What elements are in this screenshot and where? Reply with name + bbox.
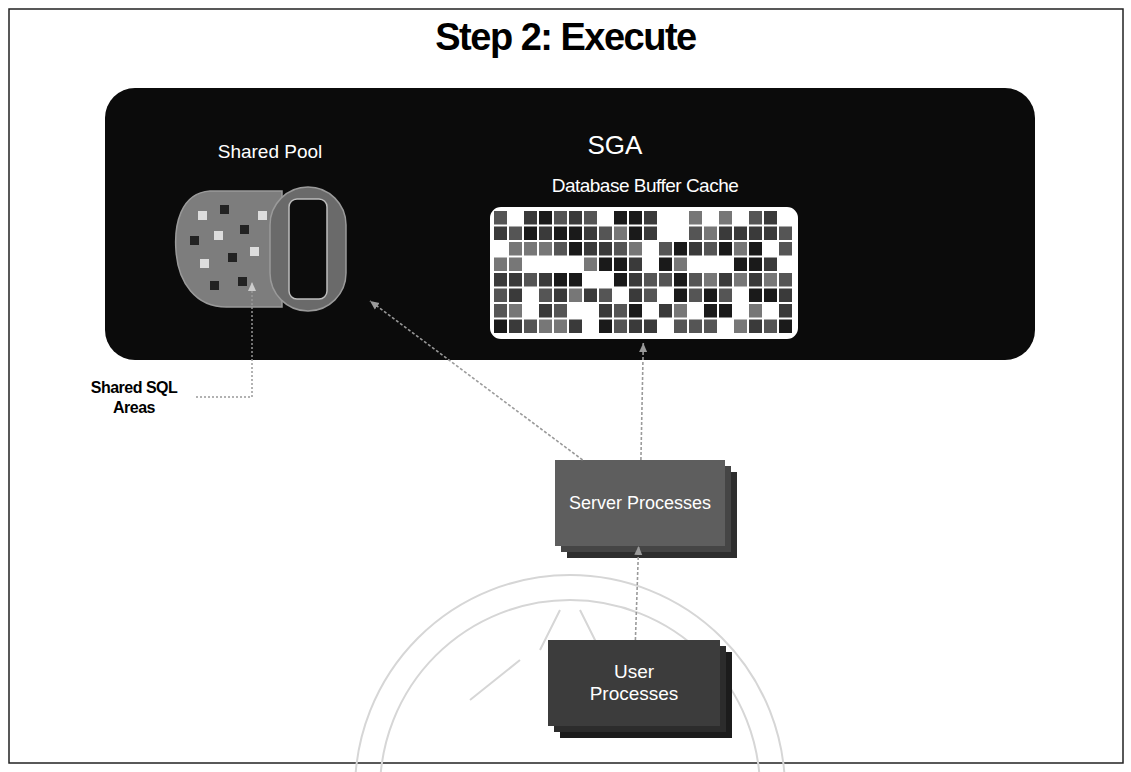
node-heading: Database Buffer Cache — [485, 175, 805, 197]
diagram-title: Step 2: Execute — [0, 16, 1131, 59]
shared-pool: Shared Pool — [170, 135, 370, 317]
node-heading: Shared Pool — [170, 141, 370, 163]
shared-pool-figure — [170, 181, 370, 316]
process-stack: Server Processes — [555, 460, 725, 546]
leader-line — [196, 282, 252, 397]
buffer-cache-grid — [490, 207, 800, 341]
flow-arrow — [370, 301, 583, 460]
buffer-cache: Database Buffer Cache — [485, 173, 805, 343]
watermark-seal — [355, 575, 785, 772]
process-stack: User Processes — [548, 640, 720, 726]
node-heading: User Processes — [579, 661, 689, 705]
node-heading: Server Processes — [569, 493, 711, 514]
flow-arrow — [641, 343, 643, 460]
picture-frame — [9, 9, 1123, 763]
callout-label: Shared SQL Areas — [74, 378, 194, 418]
flow-arrow — [635, 546, 638, 640]
sga-region: SGAShared PoolDatabase Buffer Cache — [105, 88, 1035, 360]
